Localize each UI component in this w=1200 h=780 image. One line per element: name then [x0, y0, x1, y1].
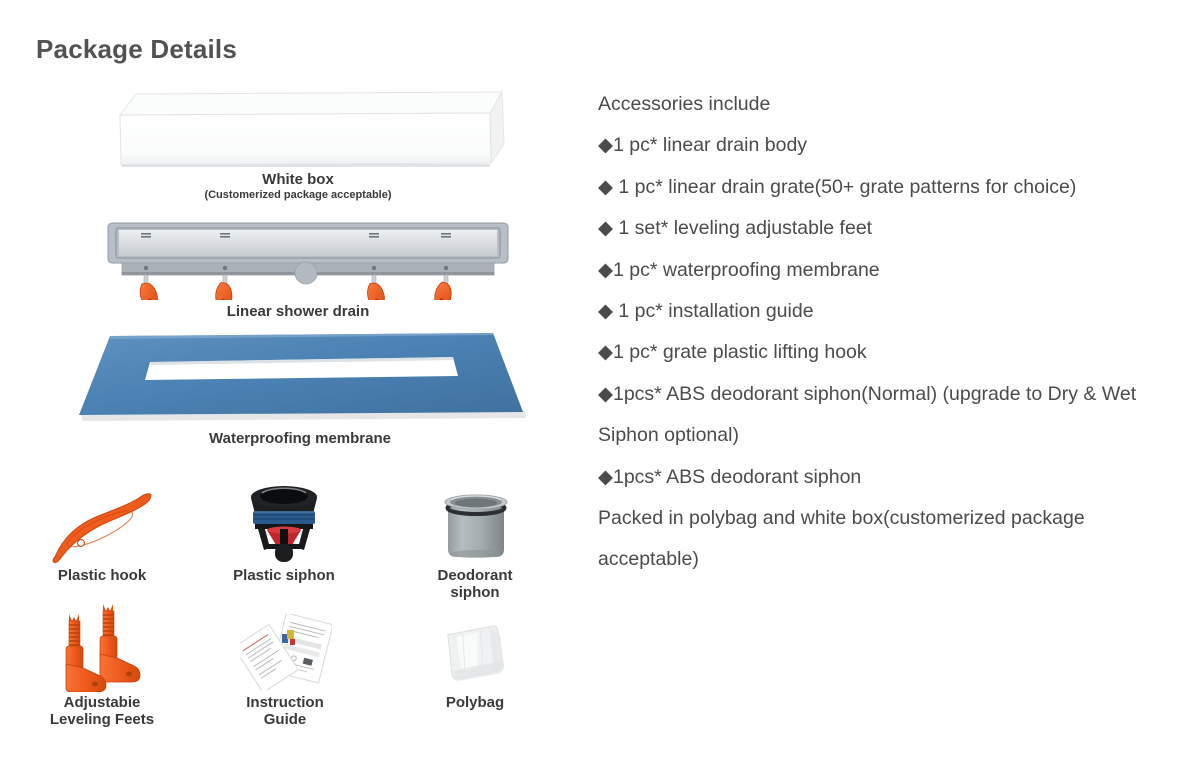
plastic-hook-icon	[52, 493, 152, 563]
adjustable-feet-on-drain	[139, 274, 452, 300]
white-box-illustration	[110, 90, 510, 174]
instruction-guide-label: Instruction Guide	[246, 694, 324, 728]
accessory-item: ◆1 pc* grate plastic lifting hook	[598, 341, 867, 364]
linear-shower-drain-icon	[107, 222, 509, 300]
accessory-packing-note: Packed in polybag and white box(customer…	[598, 507, 1085, 571]
polybag-illustration	[440, 620, 510, 688]
waterproofing-membrane-label: Waterproofing membrane	[209, 430, 391, 447]
accessory-item: ◆1 pc* linear drain body	[598, 134, 808, 157]
polybag-icon	[447, 625, 504, 681]
plastic-siphon-label: Plastic siphon	[233, 567, 335, 584]
plastic-siphon-illustration	[242, 484, 326, 568]
leveling-feet-icon	[65, 604, 141, 692]
white-box-note: (Customerized package acceptable)	[204, 189, 392, 201]
plastic-hook-illustration	[50, 487, 155, 567]
instruction-guide-icon	[240, 614, 332, 690]
accessory-item: ◆1pcs* ABS deodorant siphon(Normal) (upg…	[598, 382, 1137, 447]
accessories-list: Accessories include ◆1 pc* linear drain …	[598, 84, 1138, 581]
linear-shower-drain-label: Linear shower drain	[226, 303, 370, 320]
page-title: Package Details	[36, 34, 238, 64]
linear-shower-drain-illustration	[106, 220, 510, 300]
accessory-item: ◆ 1 pc* installation guide	[598, 300, 814, 323]
accessory-item: ◆ 1 pc* linear drain grate(50+ grate pat…	[598, 175, 1077, 198]
accessory-item: ◆1 pc* waterproofing membrane	[598, 258, 880, 281]
leveling-feet-illustration	[60, 604, 146, 692]
accessories-heading: Accessories include	[598, 93, 771, 115]
plastic-siphon-icon	[251, 486, 317, 562]
deodorant-siphon-label: Deodorant siphon	[437, 567, 513, 601]
instruction-guide-illustration	[240, 614, 332, 690]
deodorant-siphon-icon	[444, 494, 508, 558]
white-box-icon	[118, 90, 505, 167]
polybag-label: Polybag	[445, 694, 505, 711]
guide-logo-marks	[282, 630, 295, 645]
plastic-hook-label: Plastic hook	[57, 567, 147, 584]
deodorant-siphon-illustration	[440, 487, 512, 561]
waterproofing-membrane-icon	[79, 333, 526, 421]
accessory-item: ◆ 1 set* leveling adjustable feet	[598, 217, 873, 240]
waterproofing-membrane-illustration	[68, 330, 560, 424]
leveling-feet-label: Adjustabie Leveling Feets	[49, 694, 155, 728]
accessory-item: ◆1pcs* ABS deodorant siphon	[598, 465, 862, 488]
white-box-label: White box	[262, 171, 334, 188]
